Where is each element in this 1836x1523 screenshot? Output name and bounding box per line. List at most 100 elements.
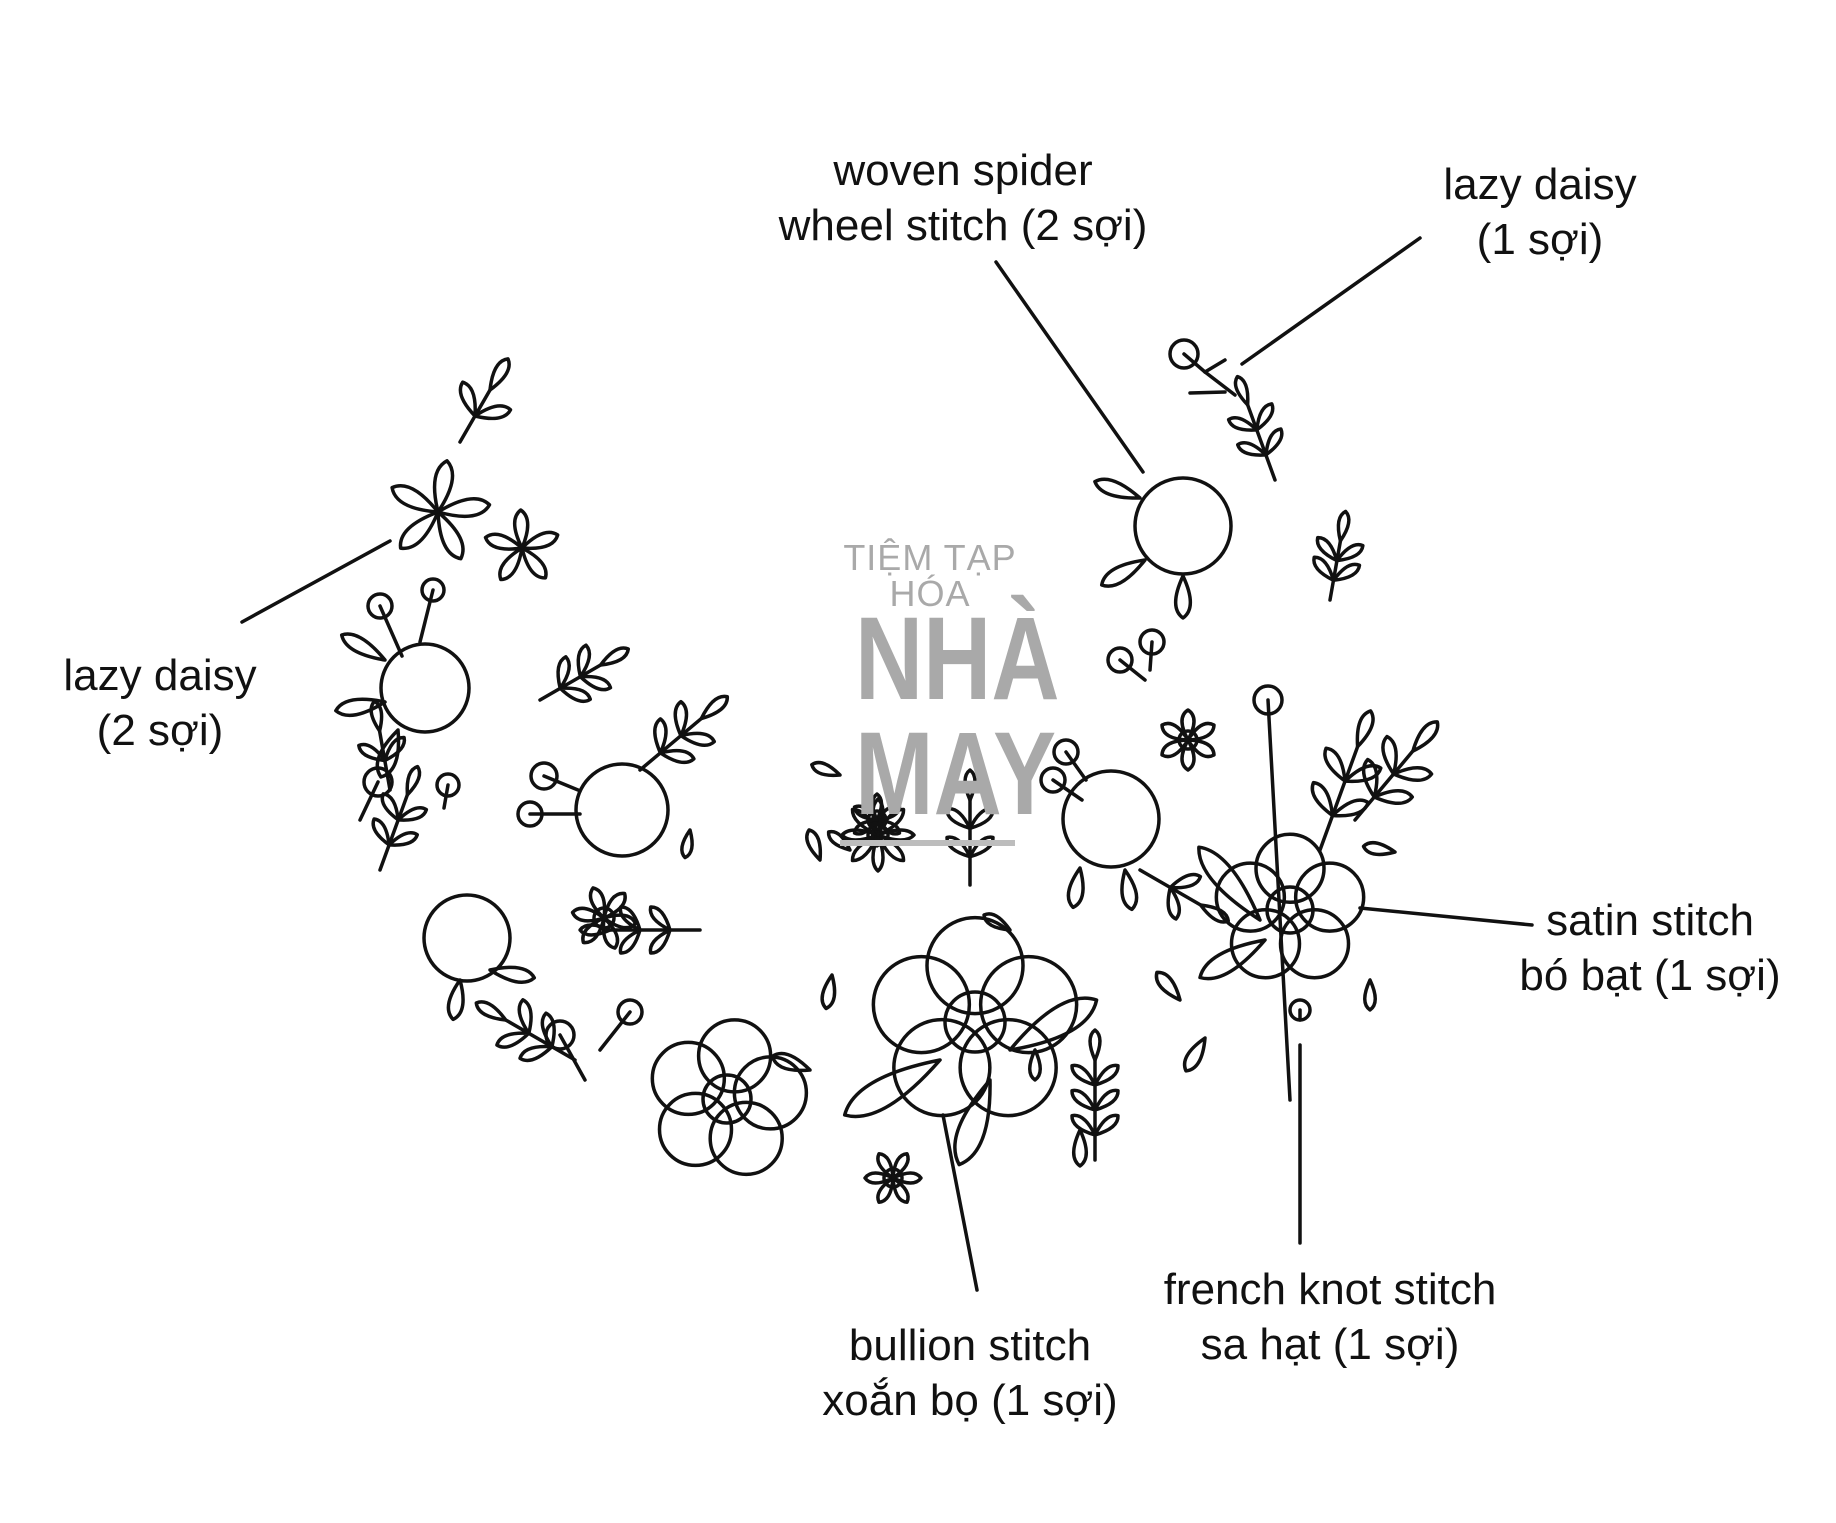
detached-leaf	[1361, 840, 1397, 857]
leaf	[558, 686, 593, 704]
leaf	[474, 1000, 508, 1022]
label-line: (2 sợi)	[96, 706, 224, 755]
leaf	[396, 805, 429, 822]
detached-leaf	[1120, 868, 1139, 912]
lazy-daisy-petal	[1160, 721, 1190, 742]
leaf	[618, 905, 642, 932]
spider-wheel-circle	[574, 762, 670, 858]
watermark-line3: MAY	[855, 708, 1057, 840]
sprig-stem	[1245, 403, 1277, 482]
leaf	[1331, 562, 1362, 583]
lazy-daisy-petal	[875, 818, 902, 836]
leaf	[648, 905, 672, 932]
satin-petal	[657, 1091, 734, 1168]
satin-petal	[925, 915, 1025, 1016]
lazy-daisy-petal	[570, 906, 606, 923]
label-line: sa hạt (1 sợi)	[1200, 1320, 1460, 1369]
leaf	[1335, 542, 1365, 563]
detached-leaf	[805, 828, 823, 862]
leaf	[380, 792, 400, 822]
sprig-stem	[538, 663, 603, 702]
leaf	[371, 817, 391, 847]
label-french-knot: french knot stitch sa hạt (1 sợi)	[1145, 1262, 1515, 1372]
leaf	[1226, 415, 1259, 432]
spider-wheel-circle	[379, 642, 471, 734]
flower-center	[943, 990, 1007, 1054]
satin-petal	[978, 954, 1079, 1055]
sprig-stem	[503, 1018, 577, 1062]
label-line: bullion stitch	[848, 1321, 1092, 1370]
satin-petal	[1293, 861, 1366, 933]
lazy-daisy-petal	[1160, 738, 1190, 759]
leaf	[1093, 1088, 1120, 1112]
lazy-daisy-petal	[602, 913, 638, 930]
lazy-daisy-petal	[512, 508, 530, 550]
leaf	[598, 646, 631, 667]
lazy-daisy-petal	[520, 546, 548, 580]
detached-leaf	[982, 912, 1012, 932]
french-knot	[616, 998, 644, 1026]
lazy-daisy-petal	[436, 496, 492, 519]
french-knot	[529, 761, 559, 791]
leaf	[673, 699, 689, 738]
leaf	[648, 928, 672, 955]
knot-stem	[418, 588, 435, 644]
lazy-daisy-petal	[520, 530, 560, 551]
sprig-stem	[1328, 539, 1343, 602]
lazy-daisy-petal	[852, 818, 879, 836]
leaf	[1088, 1028, 1102, 1062]
knot-stem	[358, 780, 380, 822]
petal	[334, 697, 387, 718]
label-line: french knot stitch	[1163, 1265, 1497, 1314]
leaf	[1093, 1113, 1120, 1137]
lazy-daisy-petal	[863, 1171, 895, 1185]
label-lazy-daisy-left: lazy daisy (2 sợi)	[40, 648, 280, 758]
leaf	[357, 742, 387, 763]
leaf	[968, 806, 995, 831]
label-line: satin stitch	[1546, 896, 1754, 945]
leaf	[369, 699, 384, 733]
detached-leaf	[1154, 970, 1182, 1002]
petal	[488, 965, 537, 984]
label-line: wheel stitch (2 sợi)	[778, 201, 1148, 250]
large-leaf	[842, 1058, 942, 1119]
flower-center	[1177, 729, 1199, 751]
leaf	[1323, 746, 1347, 783]
leader-lazy-daisy-top	[1240, 236, 1422, 366]
stem	[1203, 358, 1227, 374]
leaf	[1372, 789, 1415, 806]
leaf	[699, 694, 730, 721]
lazy-daisy-petal	[876, 1176, 895, 1204]
stem	[1188, 390, 1227, 395]
leaf	[1315, 535, 1339, 563]
french-knot	[1106, 646, 1134, 674]
leaf	[679, 731, 717, 748]
detached-leaf	[810, 760, 842, 778]
stem	[1203, 370, 1237, 397]
leaf	[658, 748, 696, 765]
petal	[1099, 558, 1147, 588]
lazy-daisy-petal	[588, 886, 607, 920]
leaf	[495, 1031, 531, 1049]
lazy-daisy-petal	[483, 532, 524, 551]
knot-stem	[378, 604, 404, 658]
leaf	[1070, 1088, 1097, 1112]
leaf	[518, 1044, 554, 1063]
leaf	[488, 357, 511, 392]
satin-petal	[732, 1055, 809, 1131]
leaf	[945, 835, 972, 859]
sprig-stem	[638, 716, 704, 772]
watermark-line2: NHÀ	[855, 593, 1060, 725]
leaf	[968, 835, 995, 859]
lazy-daisy-petal	[398, 510, 440, 550]
french-knot	[1052, 738, 1080, 766]
leaf	[1166, 885, 1182, 921]
label-woven-spider-wheel: woven spider wheel stitch (2 sợi)	[758, 143, 1168, 253]
detached-leaf	[680, 828, 694, 860]
leaf	[405, 764, 422, 797]
leader-lazy-daisy-left	[240, 539, 392, 624]
label-satin-stitch: satin stitch bó bạt (1 sợi)	[1510, 893, 1790, 1003]
large-leaf	[1198, 938, 1267, 981]
